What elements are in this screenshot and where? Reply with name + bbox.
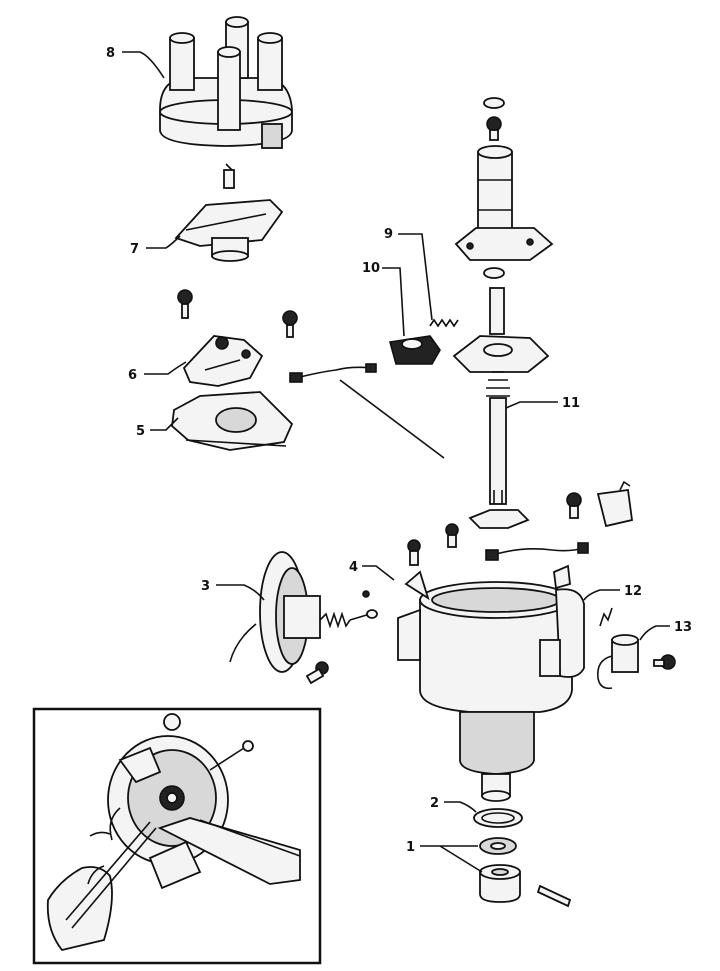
leader-lines [122,51,670,873]
cam-screw [486,116,502,141]
distributor-cap [159,16,293,149]
breaker-plate [171,391,294,451]
governor-weight [388,335,441,365]
callout-8: 8 [106,46,115,61]
callout-4: 4 [349,560,358,575]
drive-gear [479,864,521,903]
inset-illustration [32,707,322,965]
governor-spring [429,318,459,328]
contact-points [182,335,264,387]
thrust-washer [479,837,517,855]
callout-3: 3 [201,579,210,594]
o-ring [473,808,523,828]
callout-1: 1 [406,840,415,855]
primary-lead-wire [485,542,589,561]
callout-12: 12 [624,584,642,599]
cam [454,145,554,261]
lead-connector [596,480,634,528]
screw-b [445,523,459,548]
screw-a [566,492,582,519]
distributor-shaft [452,287,550,505]
callout-6: 6 [128,368,137,383]
shaft-thrust-washer [468,509,530,529]
washer [483,267,505,279]
callout-2: 2 [430,796,439,811]
condenser-screw [653,654,676,670]
vacuum-advance [229,551,378,673]
callout-9: 9 [384,227,393,242]
callout-10: 10 [362,261,380,276]
rotor [174,199,284,262]
callout-7: 7 [130,242,139,257]
callout-11: 11 [562,396,580,411]
gear-pin [536,884,572,908]
breaker-screw-right [282,310,298,338]
vacuum-screw [305,661,329,685]
lead-wire [289,363,445,459]
screw-c [407,539,421,566]
condenser [596,607,639,690]
callout-5: 5 [136,424,145,439]
e-clip [483,97,505,109]
cap-screw [223,163,235,189]
distributor-housing [397,564,585,802]
callout-13: 13 [674,620,692,635]
breaker-screw-left [177,289,193,319]
